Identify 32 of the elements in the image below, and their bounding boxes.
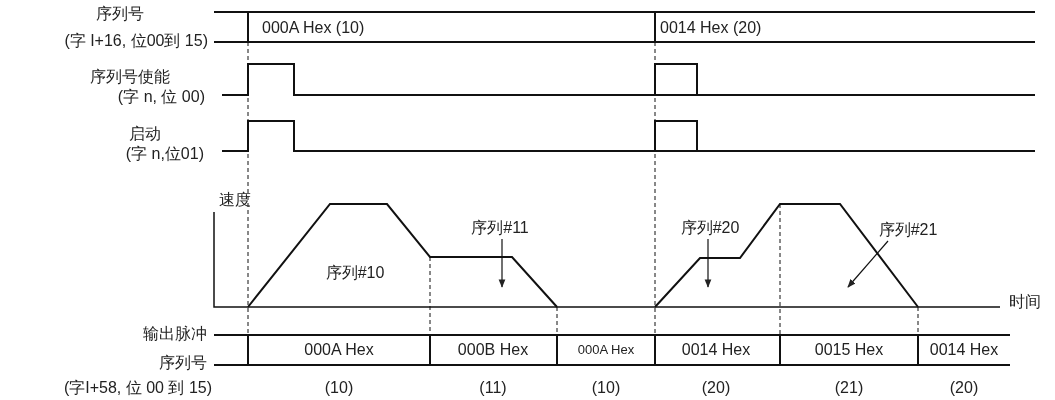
signal-label: 输出脉冲 bbox=[143, 325, 207, 343]
decimal-value: (10) bbox=[591, 379, 621, 397]
signal-label: 序列号 bbox=[159, 354, 207, 372]
cell-value: 000A Hex bbox=[577, 341, 635, 359]
cell-value: 000B Hex bbox=[457, 341, 529, 359]
signal-label: 序列号使能 bbox=[90, 68, 170, 86]
value-text: 0014 Hex (20) bbox=[660, 19, 762, 37]
signal-label: 序列号 bbox=[96, 5, 144, 23]
cell-value: 000A Hex bbox=[304, 341, 374, 359]
cell-value: 0014 Hex bbox=[681, 341, 751, 359]
leader-arrow bbox=[847, 240, 889, 288]
decimal-value: (20) bbox=[701, 379, 731, 397]
decimal-value: (10) bbox=[324, 379, 354, 397]
signal-label: (字 n, 位 00) bbox=[117, 88, 205, 106]
signal-label: (字 n,位01) bbox=[125, 145, 204, 163]
decimal-value: (20) bbox=[949, 379, 979, 397]
cell-value: 0015 Hex bbox=[814, 341, 884, 359]
axis-label: 速度 bbox=[219, 191, 251, 209]
signal-label: 启动 bbox=[129, 125, 161, 143]
decimal-value: (11) bbox=[479, 379, 507, 397]
cell-value: 0014 Hex bbox=[929, 341, 999, 359]
sequence-label: 序列#11 bbox=[471, 219, 529, 237]
sequence-label: 序列#20 bbox=[680, 219, 740, 237]
sequence-label: 序列#21 bbox=[878, 221, 938, 239]
decimal-value: (21) bbox=[834, 379, 864, 397]
axis-label: 时间 bbox=[1009, 293, 1041, 311]
value-text: 000A Hex (10) bbox=[262, 19, 365, 37]
signal-label: (字I+58, 位 00 到 15) bbox=[63, 379, 212, 397]
signal-label: (字 I+16, 位00到 15) bbox=[64, 32, 208, 50]
sequence-label: 序列#10 bbox=[325, 264, 385, 282]
leader-arrow bbox=[704, 238, 712, 288]
leader-arrow bbox=[498, 238, 506, 288]
